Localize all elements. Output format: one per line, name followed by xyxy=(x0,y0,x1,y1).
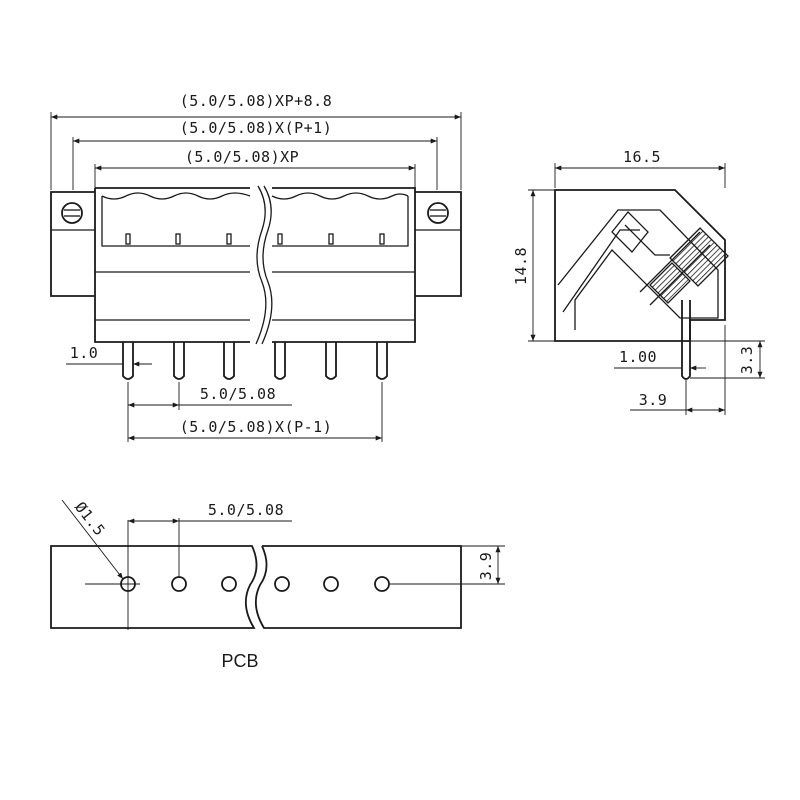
dim-overall-label: (5.0/5.08)XP+8.8 xyxy=(180,92,333,110)
side-view: 16.5 14.8 xyxy=(512,148,765,415)
pcb-view: Ø1.5 5.0/5.08 3.9 PCB xyxy=(50,498,505,671)
dim-xp: (5.0/5.08)XP xyxy=(94,148,416,190)
dim-pitch-label: 5.0/5.08 xyxy=(200,385,276,403)
dim-pin-thickness-label: 1.0 xyxy=(70,344,99,362)
pcb-hole xyxy=(221,576,237,592)
dim-height-label: 14.8 xyxy=(512,247,530,285)
dim-pin: 1.00 xyxy=(614,348,706,371)
dim-pcb-pitch: 5.0/5.08 xyxy=(128,501,292,578)
dim-height: 14.8 xyxy=(512,189,555,342)
pcb-hole xyxy=(274,576,290,592)
dim-pin-length: 3.3 xyxy=(690,340,765,379)
dim-pitch: 5.0/5.08 xyxy=(127,382,292,442)
dim-pin-label: 1.00 xyxy=(619,348,657,366)
dim-p-minus-1: (5.0/5.08)X(P-1) xyxy=(128,382,383,442)
mount-hole-left xyxy=(61,202,83,224)
front-view: (5.0/5.08)XP+8.8 (5.0/5.08)X(P+1) (5.0/5… xyxy=(50,92,462,442)
pcb-label: PCB xyxy=(221,651,258,671)
pcb-hole xyxy=(323,576,339,592)
mount-hole-right xyxy=(427,202,449,224)
dim-hole: Ø1.5 xyxy=(61,498,129,630)
dim-pcb-pitch-label: 5.0/5.08 xyxy=(208,501,284,519)
dim-depth: 16.5 xyxy=(554,148,726,188)
dim-p-plus-1-label: (5.0/5.08)X(P+1) xyxy=(180,119,333,137)
dim-p-plus-1: (5.0/5.08)X(P+1) xyxy=(72,119,438,190)
connector-body xyxy=(50,185,462,345)
internal-pin-marks xyxy=(125,233,385,245)
connector-pins xyxy=(122,342,388,380)
dim-offset: 3.9 xyxy=(630,325,726,415)
dim-depth-label: 16.5 xyxy=(623,148,661,166)
dim-p-minus-1-label: (5.0/5.08)X(P-1) xyxy=(180,418,333,436)
dim-overall: (5.0/5.08)XP+8.8 xyxy=(50,92,462,190)
pcb-holes xyxy=(120,576,390,592)
dim-xp-label: (5.0/5.08)XP xyxy=(185,148,299,166)
pcb-hole xyxy=(171,576,187,592)
pcb-hole xyxy=(374,576,390,592)
dim-pin-length-label: 3.3 xyxy=(738,346,756,375)
dim-pin-thickness: 1.0 xyxy=(66,344,152,367)
side-body xyxy=(554,189,729,380)
dim-offset-label: 3.9 xyxy=(639,391,668,409)
dim-edge: 3.9 xyxy=(390,545,505,585)
dim-edge-label: 3.9 xyxy=(477,552,495,581)
